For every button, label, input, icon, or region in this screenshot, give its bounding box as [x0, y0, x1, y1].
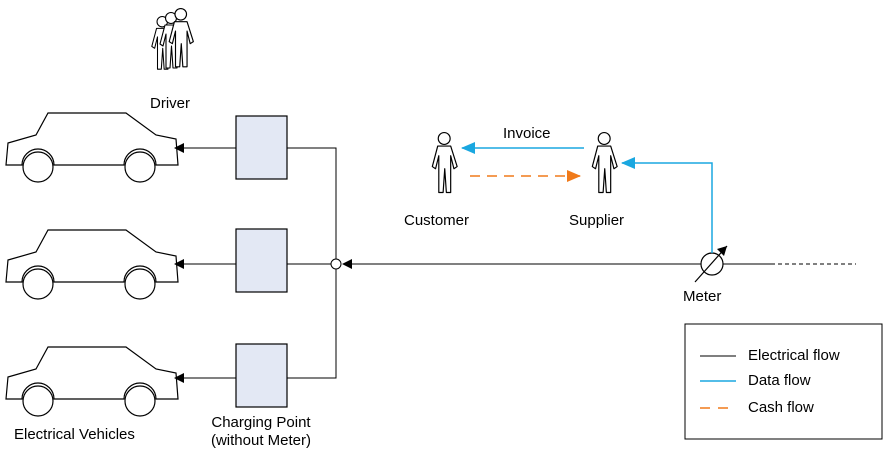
electrical-vehicle-2-icon — [5, 229, 179, 300]
charging-point-box-1 — [235, 115, 288, 180]
junction-node — [330, 258, 342, 270]
charging-point-label-line2: (without Meter) — [210, 432, 312, 449]
charging-point-box-3 — [235, 343, 288, 408]
electrical-vehicle-3-icon — [5, 346, 179, 417]
charging-point-box-2 — [235, 228, 288, 293]
customer-icon — [431, 131, 458, 194]
electrical-bus-line — [287, 147, 337, 379]
charging-point-label-line1: Charging Point — [211, 414, 311, 431]
meter-icon — [694, 245, 728, 283]
driver-label: Driver — [150, 95, 190, 112]
legend-electrical-label: Electrical flow — [748, 347, 840, 364]
supplier-icon — [591, 131, 618, 194]
customer-label: Customer — [404, 212, 470, 229]
supplier-label: Supplier — [569, 212, 625, 229]
electrical-vehicles-label: Electrical Vehicles — [14, 426, 135, 443]
invoice-label: Invoice — [503, 125, 551, 142]
electrical-vehicle-1-icon — [5, 112, 179, 183]
meter-label: Meter — [683, 288, 722, 305]
data-flow-meter-to-supplier — [621, 157, 713, 253]
driver-group-icon — [151, 7, 194, 70]
charging-point-label: Charging Point (without Meter) — [196, 414, 326, 450]
legend-cash-label: Cash flow — [748, 399, 814, 416]
legend-data-label: Data flow — [748, 372, 811, 389]
